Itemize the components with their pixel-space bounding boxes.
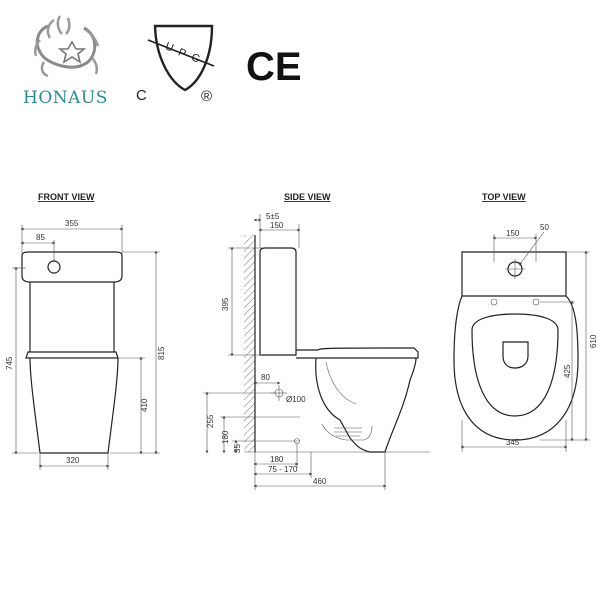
shield-icon <box>153 24 214 92</box>
front-view: FRONT VIEW 355 85 745 815 410 <box>5 192 166 470</box>
side-dim-outlet-height: 180 <box>221 430 230 444</box>
top-dim-overall-length: 610 <box>589 334 598 348</box>
front-seat-lid <box>25 351 119 359</box>
side-tank-outline <box>259 247 297 356</box>
side-dim-rough-in: 180 <box>270 455 284 464</box>
side-dim-inlet-offset: 80 <box>261 373 270 382</box>
ce-mark: CE <box>246 45 302 89</box>
dragon-emblem-icon <box>33 15 100 78</box>
side-bowl-outline <box>315 357 417 453</box>
front-view-title: FRONT VIEW <box>38 192 95 202</box>
side-dim-rough-in-range: 75 - 170 <box>268 465 298 474</box>
front-dim-tank-width: 355 <box>65 219 79 228</box>
side-dim-overall-depth: 460 <box>313 477 327 486</box>
side-dim-tank-height: 395 <box>221 297 230 311</box>
top-dim-button-diameter: 50 <box>540 223 549 232</box>
side-view-title: SIDE VIEW <box>284 192 331 202</box>
front-dim-height-to-top: 815 <box>157 346 166 360</box>
top-seat-outline <box>471 313 559 417</box>
upc-letter-u: U <box>163 40 175 54</box>
front-dim-seat-height: 410 <box>140 398 149 412</box>
front-bowl-outline <box>29 357 119 454</box>
top-dim-bowl-length: 425 <box>563 364 572 378</box>
front-dim-base-width: 320 <box>66 456 80 465</box>
top-fixing-hole-left <box>490 298 498 306</box>
brand-logo: HONAUS <box>23 15 108 108</box>
side-dim-wall-gap: 5±5 <box>266 212 280 221</box>
top-dim-overall-width: 345 <box>506 438 520 447</box>
side-trapway <box>321 423 373 441</box>
side-wall-hatch <box>244 235 255 452</box>
upc-letter-p: P <box>176 46 187 60</box>
top-view-title: TOP VIEW <box>482 192 526 202</box>
side-dim-drain-diameter: Ø100 <box>286 395 306 404</box>
front-tank-outline <box>21 251 123 283</box>
side-dim-inlet-height: 255 <box>206 414 215 428</box>
upc-c-mark: C <box>136 87 147 104</box>
side-dim-tank-depth: 150 <box>270 221 284 230</box>
side-seat-lid <box>296 347 419 359</box>
top-lid-hinge <box>502 341 529 369</box>
upc-letter-c: C <box>189 51 201 65</box>
top-outline <box>453 251 579 441</box>
front-dim-overall-height: 745 <box>5 356 14 370</box>
side-view: SIDE VIEW 5±5 150 395 8 <box>203 192 430 490</box>
top-view: TOP VIEW 150 50 610 425 345 <box>453 192 598 452</box>
front-dim-outlet-offset: 85 <box>36 233 45 242</box>
top-fixing-hole-right <box>532 298 540 306</box>
brand-name: HONAUS <box>23 88 108 108</box>
registered-mark: ® <box>201 88 212 105</box>
side-dim-outlet-low: 35 <box>233 444 242 453</box>
front-flush-button <box>47 260 61 274</box>
upc-certification-mark: U P C C ® <box>136 24 215 105</box>
top-dim-button-offset: 150 <box>506 229 520 238</box>
